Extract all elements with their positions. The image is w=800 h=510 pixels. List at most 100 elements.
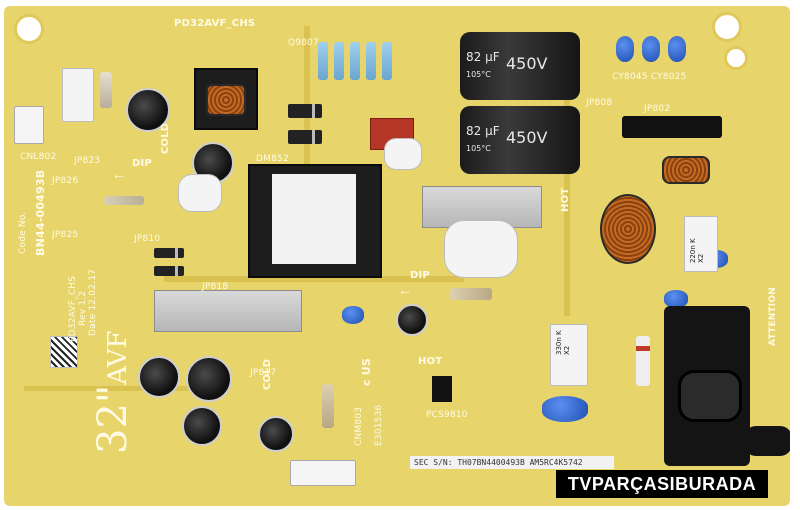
electrolytic-capacitor [396,304,428,336]
copper-trace [24,386,224,391]
y-capacitor [542,396,588,422]
electrolytic-capacitor [258,416,294,452]
y-capacitor [668,36,686,62]
electrolytic-capacitor [138,356,180,398]
connector-cnm803 [290,460,356,486]
bulk-capacitor: 82 μF 450V 105°C [460,106,580,174]
resistor [322,384,334,428]
board-model-side: PD32AVF_CHS [68,275,78,342]
silicone-blob [444,220,518,278]
date-label: Date 12.02.17 [88,268,98,336]
screen-size-label: 32"AVF [90,330,136,454]
fuse-resistor [636,336,650,386]
copper-trace [164,276,464,282]
hot-label: HOT [560,187,571,212]
cap-value: 82 μF [466,124,500,138]
ycap-label: CY8045 CY8025 [612,72,687,82]
cap-temp: 105°C [466,144,491,153]
diode [288,130,322,144]
diode-label: DM852 [256,154,289,164]
mounting-hole [14,14,44,44]
fuse [62,68,94,122]
screen-size-suffix: AVF [103,330,133,385]
xcap-label: 330n K X2 [555,330,571,355]
jumper-label: JP808 [586,98,613,108]
resistor [100,72,112,108]
silicone-blob [178,174,222,212]
heatsink [154,290,302,332]
jumper-label: JP802 [644,104,671,114]
electrolytic-capacitor [182,406,222,446]
xcap-label: 220n K X2 [689,238,705,263]
silicone-blob [384,138,422,170]
part-number-label: BN44-00493B [34,169,47,256]
cap-voltage: 450V [506,54,548,73]
x-capacitor: 330n K X2 [550,324,588,386]
diode [154,266,184,276]
board-model-label: PD32AVF_CHS [174,18,256,29]
jumper-label: JP810 [134,234,161,244]
ac-power-socket [664,306,750,466]
jumper-label: JP818 [202,282,229,292]
qr-sticker [50,336,78,368]
common-mode-choke [600,194,656,264]
connector-label: CNM803 [354,406,364,446]
jumper-label: JP825 [52,230,79,240]
electrolytic-capacitor [126,88,170,132]
cold-label: COLD [160,122,171,154]
y-capacitor [342,306,364,324]
arrow-icon: ← [112,166,126,182]
cap-voltage: 450V [506,128,548,147]
connector-cnl802 [14,106,44,144]
ul-mark: c US [360,357,373,386]
jumper-label: JP817 [250,368,277,378]
resistor [334,42,344,80]
transistor-label: Q9807 [288,38,319,48]
y-capacitor [642,36,660,62]
transformer-tape [272,174,356,264]
connector-label: CNL802 [20,152,57,162]
resistor [450,288,492,300]
aux-coil [206,84,246,116]
ic-label: PCS9810 [426,410,468,420]
cap-value: 82 μF [466,50,500,64]
y-capacitor [664,290,688,308]
resistor [104,196,144,205]
diode [154,248,184,258]
optocoupler [432,376,452,402]
part-code-label: Code No. [18,211,28,254]
revision-label: Rev 1.2 [78,290,88,326]
attention-label: ATTENTION [768,287,778,346]
bridge-rectifier [622,116,722,138]
jumper-label: JP826 [52,176,79,186]
dip-label: DIP [132,158,152,169]
resistor [382,42,392,80]
mounting-hole [712,12,742,42]
resistor [350,42,360,80]
main-transformer [248,164,382,278]
copper-trace [564,66,570,316]
x-capacitor: 220n K X2 [684,216,718,272]
resistor [366,42,376,80]
cap-temp: 105°C [466,70,491,79]
copper-trace [304,26,310,176]
arrow-icon: ← [398,282,412,298]
watermark-banner: TVPARÇASIBURADA [556,470,768,498]
socket-tab [744,426,790,456]
socket-pin [678,370,742,422]
y-capacitor [616,36,634,62]
pcb-board: PD32AVF_CHS Q9807 CNL802 DM852 82 μF 450… [4,6,790,506]
inductor [662,156,710,184]
diode [288,104,322,118]
dip-label: DIP [410,270,430,281]
bulk-capacitor: 82 μF 450V 105°C [460,32,580,100]
hot-label: HOT [418,356,443,367]
jumper-label: JP823 [74,156,101,166]
cert-number: E301536 [374,404,384,446]
serial-sticker: SEC S/N: TH07BN4400493B AM5RC4K5742 [410,456,614,469]
screen-size-number: 32" [90,384,136,454]
electrolytic-capacitor [186,356,232,402]
resistor [318,42,328,80]
aux-transformer [194,68,258,130]
mounting-hole [724,46,748,70]
